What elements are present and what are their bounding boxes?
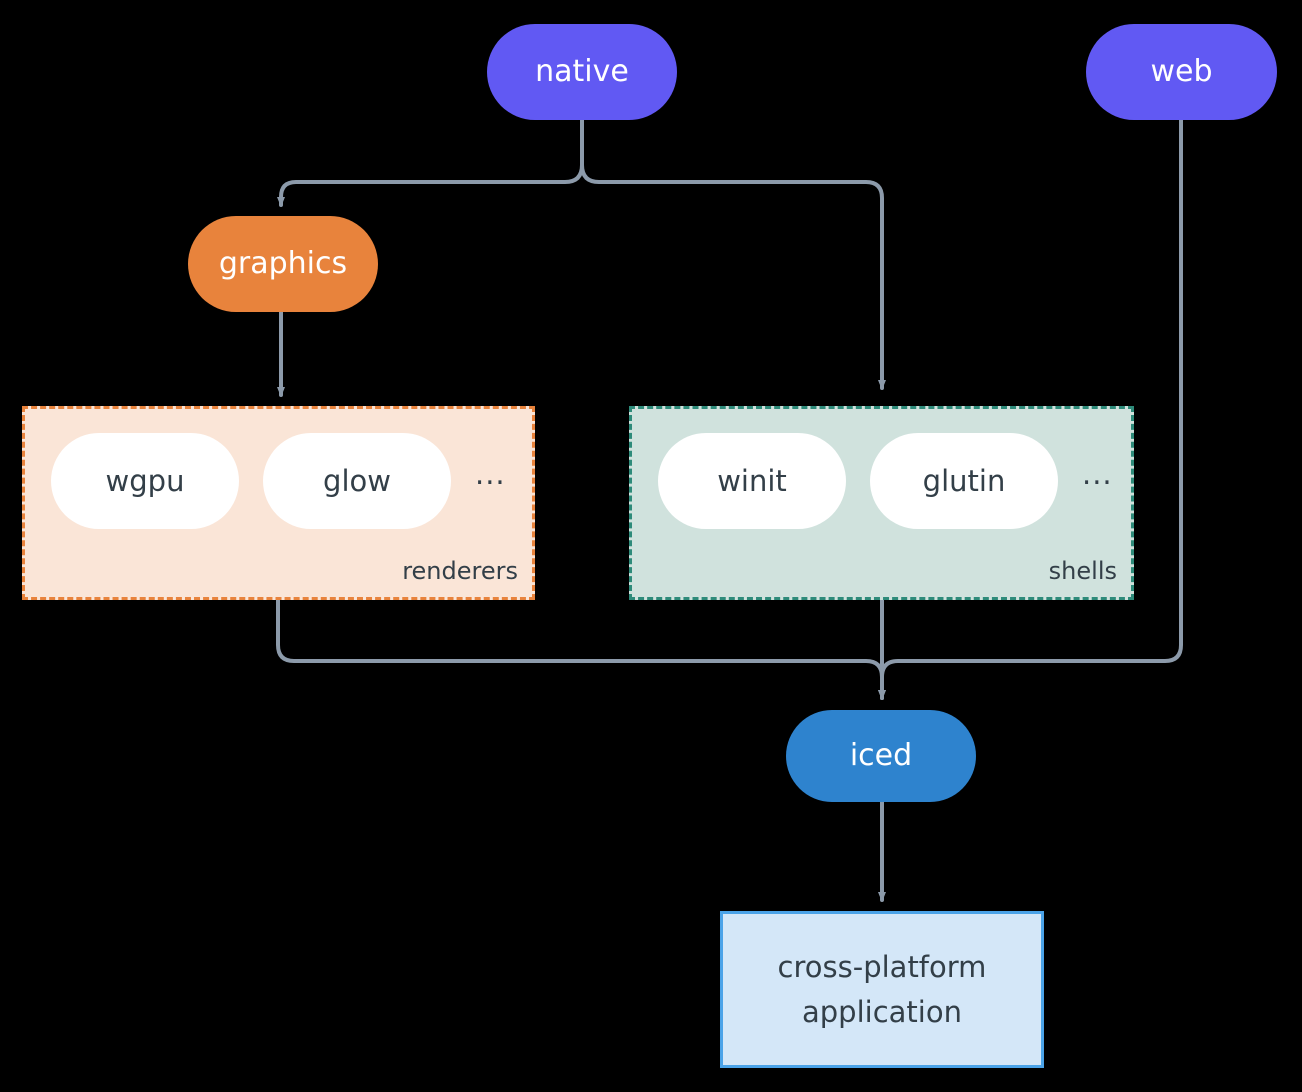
node-native[interactable]: native bbox=[487, 24, 677, 120]
node-web-label: web bbox=[1150, 54, 1213, 90]
node-web[interactable]: web bbox=[1086, 24, 1277, 120]
chip-glutin[interactable]: glutin bbox=[870, 433, 1058, 529]
renderers-chip-row: wgpu glow ... bbox=[51, 433, 506, 529]
node-application-label: cross-platform application bbox=[778, 945, 987, 1035]
node-graphics[interactable]: graphics bbox=[188, 216, 378, 312]
group-renderers[interactable]: wgpu glow ... renderers bbox=[22, 406, 535, 600]
chip-winit-label: winit bbox=[717, 464, 787, 498]
edge-renderers-iced bbox=[276, 598, 886, 700]
node-application-line2: application bbox=[802, 994, 962, 1029]
shells-chip-row: winit glutin ... bbox=[658, 433, 1113, 529]
node-application-line1: cross-platform bbox=[777, 949, 987, 984]
node-native-label: native bbox=[535, 54, 629, 90]
node-iced[interactable]: iced bbox=[786, 710, 976, 802]
edge-native-shells bbox=[580, 118, 886, 390]
node-iced-label: iced bbox=[849, 738, 913, 774]
group-shells[interactable]: winit glutin ... shells bbox=[629, 406, 1134, 600]
renderers-overflow-ellipsis: ... bbox=[475, 457, 506, 491]
chip-glow[interactable]: glow bbox=[263, 433, 451, 529]
node-graphics-label: graphics bbox=[218, 246, 348, 282]
chip-wgpu[interactable]: wgpu bbox=[51, 433, 239, 529]
shells-overflow-ellipsis: ... bbox=[1082, 457, 1113, 491]
node-application[interactable]: cross-platform application bbox=[720, 911, 1044, 1068]
group-renderers-label: renderers bbox=[402, 557, 518, 585]
chip-glow-label: glow bbox=[323, 464, 391, 498]
edge-native-graphics bbox=[277, 118, 584, 207]
chip-wgpu-label: wgpu bbox=[105, 464, 185, 498]
chip-winit[interactable]: winit bbox=[658, 433, 846, 529]
group-shells-label: shells bbox=[1048, 557, 1117, 585]
chip-glutin-label: glutin bbox=[922, 464, 1006, 498]
